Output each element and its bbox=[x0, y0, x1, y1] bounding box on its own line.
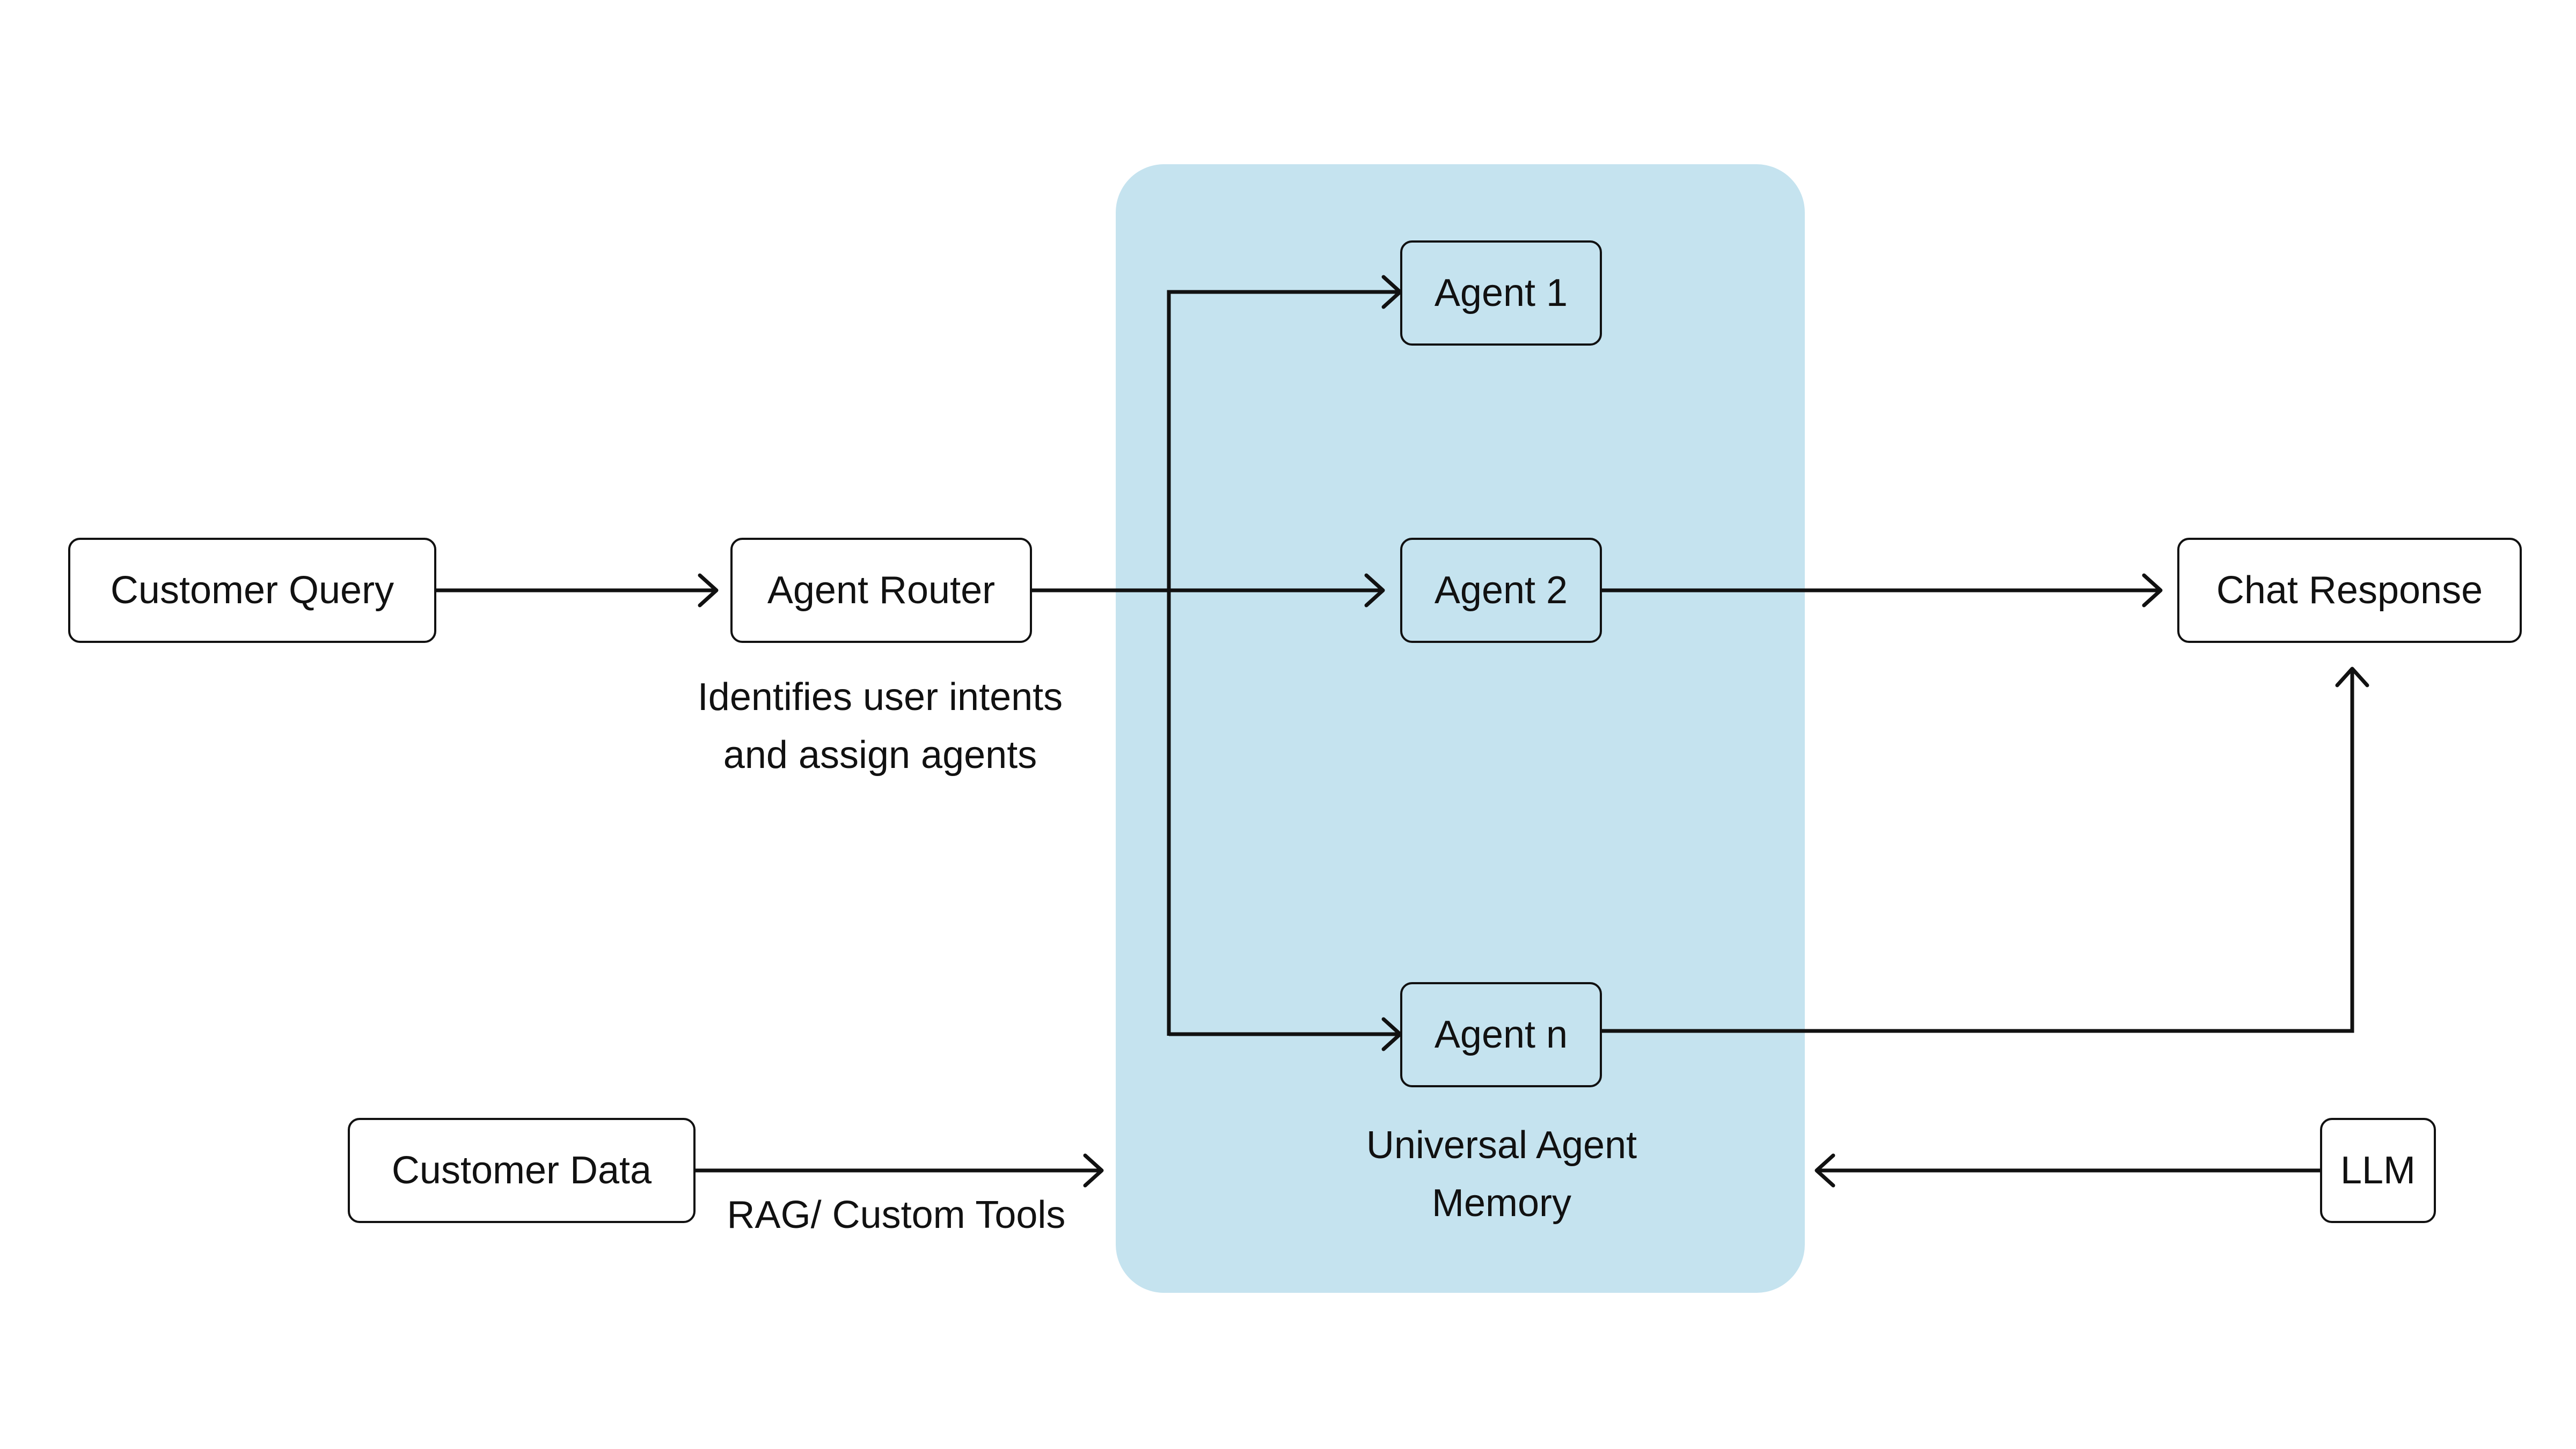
arrow-agent-n-to-chat-response bbox=[1602, 669, 2354, 1033]
agent-2-node: Agent 2 bbox=[1400, 538, 1602, 643]
customer-query-node: Customer Query bbox=[68, 538, 436, 643]
arrow-router-to-agent-2-head bbox=[1364, 573, 1385, 608]
agent-n-node: Agent n bbox=[1400, 982, 1602, 1087]
agent-1-node: Agent 1 bbox=[1400, 240, 1602, 346]
router-description-line-1: Identifies user intents bbox=[697, 676, 1063, 719]
arrow-agent-n-to-chat-response-head bbox=[2335, 667, 2369, 687]
arrow-llm-to-memory-head bbox=[1814, 1153, 1835, 1188]
customer-query-label: Customer Query bbox=[110, 569, 394, 612]
agent-1-label: Agent 1 bbox=[1434, 272, 1568, 314]
agent-router-node: Agent Router bbox=[730, 538, 1032, 643]
llm-node: LLM bbox=[2320, 1118, 2436, 1223]
chat-response-label: Chat Response bbox=[2216, 569, 2483, 612]
agent-router-label: Agent Router bbox=[767, 569, 996, 612]
router-description-line-2: and assign agents bbox=[723, 734, 1037, 777]
llm-label: LLM bbox=[2340, 1149, 2416, 1192]
customer-data-label: Customer Data bbox=[391, 1149, 652, 1192]
agent-2-label: Agent 2 bbox=[1434, 569, 1568, 612]
arrow-branch-to-agent-1 bbox=[1167, 290, 1400, 1036]
chat-response-node: Chat Response bbox=[2177, 538, 2522, 643]
agent-n-label: Agent n bbox=[1434, 1013, 1568, 1056]
memory-caption-line-1: Universal Agent bbox=[1366, 1124, 1637, 1167]
arrow-agent-2-to-chat-response-head bbox=[2142, 573, 2163, 608]
memory-caption-line-2: Memory bbox=[1431, 1182, 1571, 1225]
router-description: Identifies user intents and assign agent… bbox=[639, 668, 1122, 784]
memory-caption: Universal Agent Memory bbox=[1288, 1116, 1715, 1232]
customer-data-node: Customer Data bbox=[348, 1118, 696, 1223]
arrow-customer-data-to-memory-head bbox=[1083, 1153, 1104, 1188]
arrow-query-to-router-head bbox=[698, 573, 719, 608]
universal-agent-memory-panel bbox=[1116, 164, 1805, 1293]
rag-tools-label: RAG/ Custom Tools bbox=[727, 1194, 1066, 1236]
